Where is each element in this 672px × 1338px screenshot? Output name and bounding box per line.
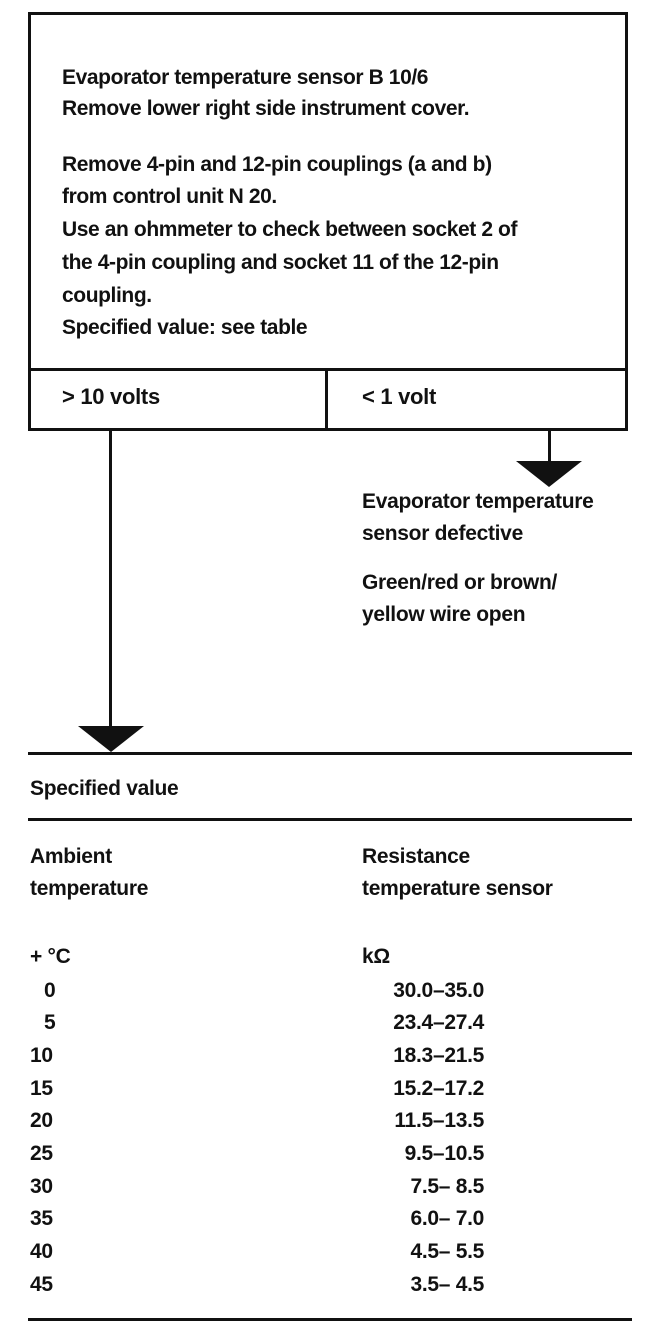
table-header-rule: [28, 818, 632, 821]
test-instruction-box: [28, 12, 628, 431]
col2-header: Resistance: [362, 845, 470, 868]
arrow-left-line: [109, 431, 112, 729]
temp-cell: 0: [44, 979, 56, 1002]
table-row: 5 23.4–27.4: [0, 1011, 672, 1044]
col2-unit: kΩ: [362, 945, 390, 968]
resistance-cell: 15.2–17.2: [393, 1077, 484, 1100]
box-divider-vertical: [325, 368, 328, 428]
instruction-line: the 4-pin coupling and socket 11 of the …: [62, 251, 499, 274]
temp-cell: 20: [30, 1109, 53, 1132]
table-row: 20 11.5–13.5: [0, 1109, 672, 1142]
result-line: Green/red or brown/: [362, 571, 557, 594]
arrow-right-line: [548, 431, 551, 463]
result-line: yellow wire open: [362, 603, 526, 626]
box-divider-horizontal: [31, 368, 625, 371]
instruction-line: Remove lower right side instrument cover…: [62, 97, 470, 120]
specified-value-note: Specified value: see table: [62, 316, 308, 339]
instruction-line: from control unit N 20.: [62, 185, 277, 208]
temp-cell: 15: [30, 1077, 53, 1100]
condition-right: < 1 volt: [362, 384, 437, 409]
resistance-cell: 11.5–13.5: [394, 1109, 484, 1132]
resistance-cell: 9.5–10.5: [404, 1142, 485, 1165]
table-row: 0 30.0–35.0: [0, 979, 672, 1012]
temp-cell: 35: [30, 1207, 53, 1230]
resistance-cell: 3.5– 4.5: [410, 1273, 485, 1296]
arrow-down-icon: [78, 726, 144, 752]
temp-cell: 30: [30, 1175, 53, 1198]
table-row: 25 9.5–10.5: [0, 1142, 672, 1175]
table-row: 15 15.2–17.2: [0, 1077, 672, 1110]
instruction-line: Remove 4-pin and 12-pin couplings (a and…: [62, 153, 492, 176]
arrow-down-icon: [516, 461, 582, 487]
resistance-cell: 23.4–27.4: [393, 1011, 484, 1034]
result-line: Evaporator temperature: [362, 490, 594, 513]
resistance-cell: 6.0– 7.0: [410, 1207, 485, 1230]
col1-header: temperature: [30, 877, 149, 900]
table-bottom-rule: [28, 1318, 632, 1321]
table-row: 30 7.5– 8.5: [0, 1175, 672, 1208]
temp-cell: 40: [30, 1240, 53, 1263]
resistance-cell: 18.3–21.5: [393, 1044, 484, 1067]
table-row: 45 3.5– 4.5: [0, 1273, 672, 1306]
col1-unit: + °C: [30, 945, 71, 968]
table-row: 40 4.5– 5.5: [0, 1240, 672, 1273]
table-top-rule: [28, 752, 632, 755]
table-row: 35 6.0– 7.0: [0, 1207, 672, 1240]
resistance-cell: 7.5– 8.5: [410, 1175, 485, 1198]
condition-left: > 10 volts: [62, 384, 160, 409]
resistance-cell: 4.5– 5.5: [410, 1240, 485, 1263]
instruction-line: coupling.: [62, 284, 152, 307]
temp-cell: 25: [30, 1142, 53, 1165]
col2-header: temperature sensor: [362, 877, 553, 900]
temp-cell: 5: [44, 1011, 56, 1034]
instruction-line: Use an ohmmeter to check between socket …: [62, 218, 518, 241]
temp-cell: 45: [30, 1273, 53, 1296]
sensor-title: Evaporator temperature sensor B 10/6: [62, 66, 429, 89]
resistance-cell: 30.0–35.0: [393, 979, 484, 1002]
temp-cell: 10: [30, 1044, 53, 1067]
table-title: Specified value: [30, 777, 179, 800]
result-line: sensor defective: [362, 522, 523, 545]
col1-header: Ambient: [30, 845, 112, 868]
table-row: 10 18.3–21.5: [0, 1044, 672, 1077]
